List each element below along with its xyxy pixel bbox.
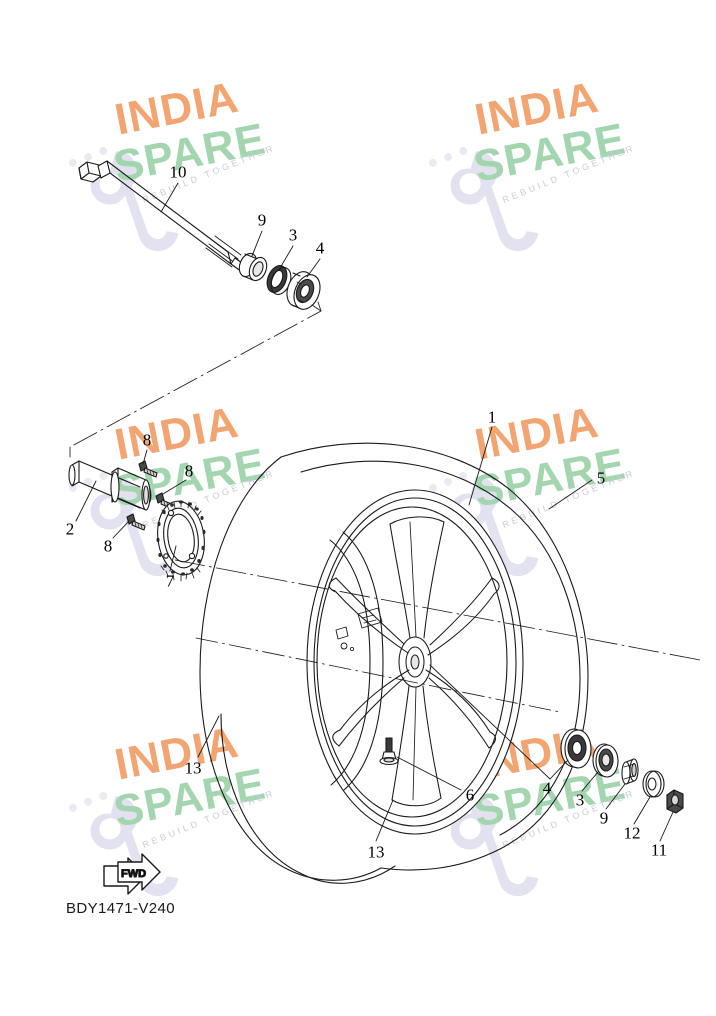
- callout-8-a: 8: [142, 430, 152, 450]
- oil-seal-part-3-upper: [266, 265, 292, 295]
- callout-11: 11: [650, 840, 668, 860]
- diagram-code-label: BDY1471-V240: [66, 900, 176, 917]
- callout-4-lower: 4: [542, 778, 552, 798]
- callout-9-lower: 9: [599, 808, 609, 828]
- nut-part-11: [666, 789, 684, 814]
- callout-8-c: 8: [103, 536, 113, 556]
- wheel-bearing-part-4-upper: [286, 271, 321, 310]
- callout-3-upper: 3: [288, 225, 298, 245]
- callout-3-lower: 3: [575, 790, 585, 810]
- callout-1: 1: [487, 407, 497, 427]
- callout-10: 10: [169, 162, 187, 182]
- callout-7: 7: [165, 571, 175, 591]
- callout-13-left: 13: [184, 758, 202, 778]
- air-valve-part-6: [379, 737, 399, 766]
- callout-2: 2: [65, 519, 75, 539]
- callout-6: 6: [465, 785, 475, 805]
- callout-13-bottom: 13: [367, 842, 385, 862]
- callout-5: 5: [596, 468, 606, 488]
- callout-12: 12: [623, 823, 641, 843]
- callout-4-upper: 4: [315, 238, 325, 258]
- callout-9-upper: 9: [257, 210, 267, 230]
- callout-8-b: 8: [184, 461, 194, 481]
